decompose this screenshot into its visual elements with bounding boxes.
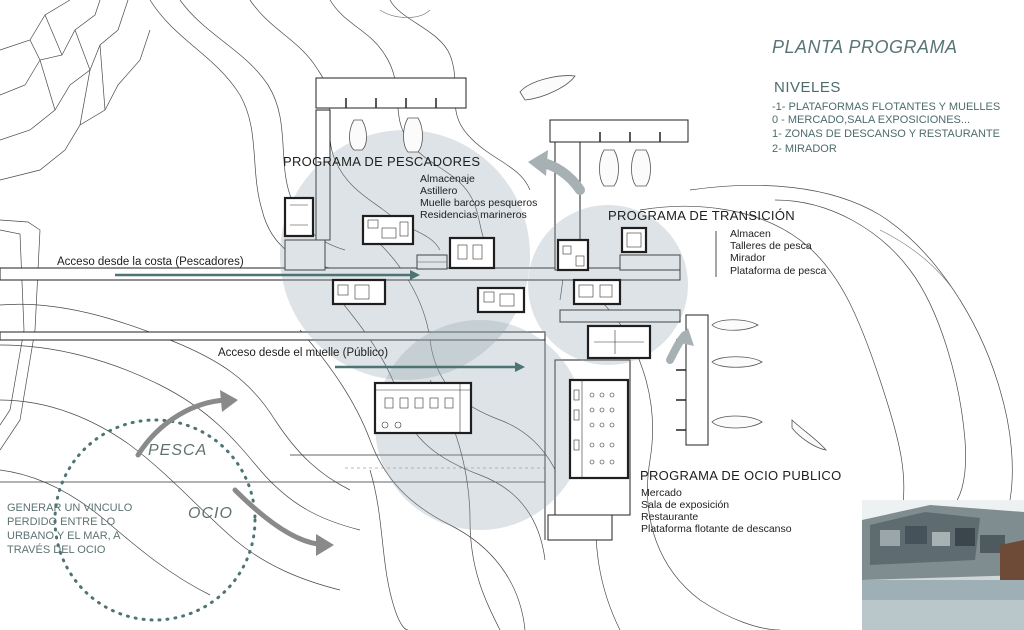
program-item: Almacenaje bbox=[420, 173, 475, 185]
program-item: Residencias marineros bbox=[420, 209, 527, 221]
program-title-ocio: PROGRAMA DE OCIO PUBLICO bbox=[640, 468, 842, 483]
program-item: Mercado bbox=[641, 487, 682, 499]
cycle-arrowhead bbox=[316, 534, 334, 556]
buildings bbox=[283, 196, 652, 480]
program-title-transicion: PROGRAMA DE TRANSICIÓN bbox=[608, 208, 795, 223]
zone-circle-pescadores bbox=[280, 130, 530, 380]
boat-icon bbox=[349, 119, 367, 151]
slogan-line: TRAVÉS DEL OCIO bbox=[7, 543, 106, 556]
cycle-diagram: PESCA OCIO bbox=[53, 390, 334, 622]
cycle-label-ocio: OCIO bbox=[188, 505, 233, 522]
program-item: Plataforma de pesca bbox=[730, 265, 826, 277]
building-muelle-pesquero bbox=[476, 286, 526, 314]
boat-icon bbox=[403, 117, 423, 153]
nivel-item: 1- ZONAS DE DESCANSO Y RESTAURANTE bbox=[772, 128, 1000, 140]
flow-arrowhead bbox=[528, 150, 548, 176]
niveles-heading: NIVELES bbox=[774, 79, 841, 96]
building-astillero bbox=[448, 236, 496, 270]
building-almacen-pescadores bbox=[283, 196, 315, 238]
access-label-muelle: Acceso desde el muelle (Público) bbox=[218, 347, 388, 359]
building-restaurante bbox=[568, 378, 630, 480]
boat-icon bbox=[791, 419, 827, 451]
nivel-item: 2- MIRADOR bbox=[772, 143, 837, 155]
program-item: Sala de exposición bbox=[641, 499, 729, 511]
program-item: Restaurante bbox=[641, 511, 698, 523]
building-residencias bbox=[361, 214, 415, 246]
boat-icon bbox=[599, 149, 619, 187]
cycle-label-pesca: PESCA bbox=[148, 442, 207, 459]
program-item: Muelle barcos pesqueros bbox=[420, 197, 537, 209]
program-item: Astillero bbox=[420, 185, 458, 197]
nivel-item: 0 - MERCADO,SALA EXPOSICIONES... bbox=[772, 114, 970, 126]
page-title: PLANTA PROGRAMA bbox=[772, 37, 958, 57]
access-label-costa: Acceso desde la costa (Pescadores) bbox=[57, 256, 244, 268]
program-item: Talleres de pesca bbox=[730, 240, 812, 252]
slogan-line: PERDIDO ENTRE LO bbox=[7, 516, 116, 528]
building-almacenaje bbox=[331, 278, 387, 306]
building-talleres bbox=[572, 278, 622, 306]
boat-icon bbox=[711, 319, 759, 331]
access-arrows bbox=[115, 270, 525, 372]
boats bbox=[349, 75, 827, 451]
slogan-line: GENERAR UN VINCULO bbox=[7, 502, 133, 514]
slogan-line: URBANO Y EL MAR, A bbox=[7, 530, 121, 542]
boat-icon bbox=[519, 75, 576, 101]
urban-fabric bbox=[0, 0, 151, 451]
cycle-ring bbox=[53, 418, 257, 622]
program-title-pescadores: PROGRAMA DE PESCADORES bbox=[283, 154, 480, 169]
nivel-item: -1- PLATAFORMAS FLOTANTES Y MUELLES bbox=[772, 101, 1000, 113]
cycle-arrowhead bbox=[220, 390, 238, 412]
boat-icon bbox=[631, 149, 651, 187]
render-thumbnail bbox=[862, 500, 1024, 630]
zone-circle-ocio bbox=[375, 320, 585, 530]
boat-icon bbox=[711, 415, 763, 429]
building-almacen-transicion bbox=[556, 238, 590, 272]
program-item: Mirador bbox=[730, 252, 766, 264]
boat-icon bbox=[711, 356, 763, 368]
program-item: Almacen bbox=[730, 228, 771, 240]
flow-arrows bbox=[528, 150, 694, 364]
building-mirador bbox=[620, 226, 648, 254]
program-item: Plataforma flotante de descanso bbox=[641, 523, 792, 535]
slogan: GENERAR UN VINCULO PERDIDO ENTRE LO URBA… bbox=[7, 502, 133, 556]
flow-arrowhead bbox=[676, 328, 694, 346]
